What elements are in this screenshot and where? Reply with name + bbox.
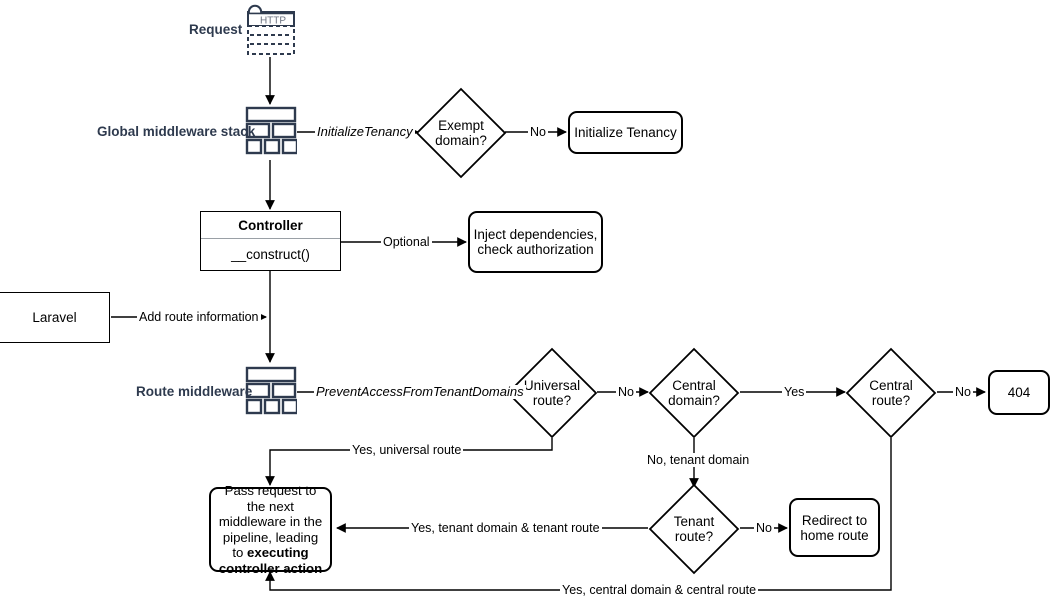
edge-label-universal-no: No [616, 385, 636, 399]
edge-label-central-domain-no: No, tenant domain [645, 453, 752, 467]
edge-label-universal-yes: Yes, universal route [350, 443, 464, 457]
edge-label-central-domain-yes: Yes [782, 385, 807, 399]
edge-label-central-route-no: No [953, 385, 973, 399]
request-label: Request [189, 22, 243, 37]
middleware-stack-icon-global [245, 106, 299, 156]
node-initialize-tenancy-label: Initialize Tenancy [574, 125, 677, 140]
edge-label-tenant-route-yes: Yes, tenant domain & tenant route [409, 521, 602, 535]
svg-text:HTTP: HTTP [260, 16, 286, 27]
node-404[interactable]: 404 [988, 370, 1050, 415]
route-middleware-label: Route middleware [136, 384, 253, 399]
node-pass-request-text: Pass request to the next middleware in t… [217, 483, 324, 576]
node-controller[interactable]: Controller __construct() [200, 211, 341, 271]
edge-label-initialize-tenancy: InitializeTenancy [315, 124, 415, 139]
middleware-stack-icon-route [245, 366, 299, 416]
edge-label-add-route-information: Add route information [137, 310, 261, 324]
global-middleware-stack-label: Global middleware stack [97, 124, 256, 139]
node-inject-dependencies-label: Inject dependencies,check authorization [473, 227, 598, 257]
edge-label-prevent-access: PreventAccessFromTenantDomains [314, 384, 526, 399]
http-request-icon: HTTP [246, 4, 296, 56]
node-laravel-label: Laravel [32, 310, 77, 325]
edge-label-optional: Optional [381, 235, 432, 249]
node-404-label: 404 [1007, 385, 1031, 400]
node-controller-title: Controller [201, 212, 340, 239]
node-initialize-tenancy[interactable]: Initialize Tenancy [568, 111, 683, 154]
node-inject-dependencies[interactable]: Inject dependencies,check authorization [468, 211, 603, 273]
node-pass-request-plain: Pass request to the next middleware in t… [218, 483, 323, 560]
node-pass-request[interactable]: Pass request to the next middleware in t… [209, 483, 332, 576]
node-laravel[interactable]: Laravel [0, 292, 110, 343]
edge-label-central-route-yes: Yes, central domain & central route [560, 583, 759, 597]
node-pass-request-bold: executing controller action [218, 545, 323, 576]
node-controller-method: __construct() [231, 247, 310, 262]
edge-label-exempt-no: No [528, 125, 548, 139]
edge-label-tenant-route-no: No [754, 521, 774, 535]
